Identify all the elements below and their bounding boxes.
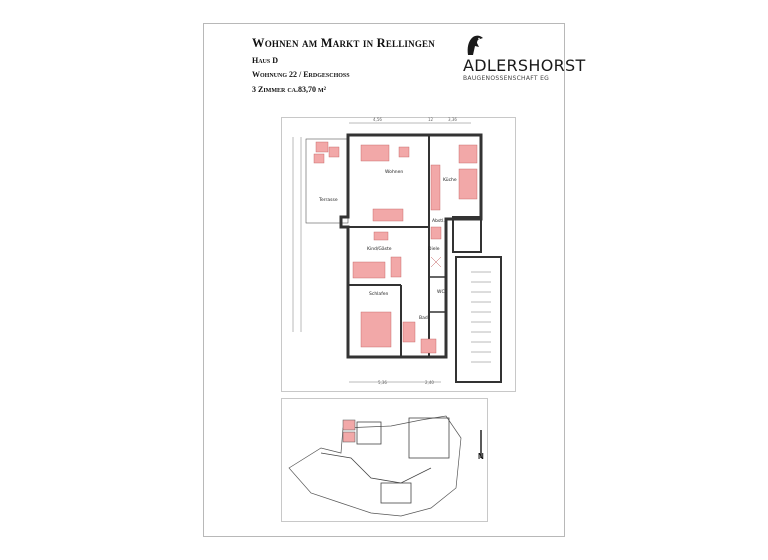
dim-top-mid: 12 (428, 117, 434, 122)
dim-bottom-left: 5,36 (378, 380, 387, 385)
eagle-icon (467, 35, 483, 55)
room-wohnen: Wohnen (385, 170, 404, 175)
dim-top-left: 4,56 (373, 117, 382, 122)
unit-label: Wohnung 22 / Erdgeschoss (252, 70, 350, 79)
floor-plan-sheet (203, 23, 565, 537)
document-title: Wohnen am Markt in Rellingen (252, 36, 435, 50)
floor-plan-drawing (292, 122, 502, 383)
compass-icon (480, 430, 482, 458)
size-label: 3 Zimmer ca.83,70 m² (252, 85, 327, 94)
room-kueche: Küche (443, 178, 457, 183)
dim-bottom-right: 2,40 (425, 380, 434, 385)
compass-north-label: N (478, 452, 484, 461)
room-wc: WC (437, 290, 445, 295)
room-bad: Bad (419, 316, 428, 321)
logo-name: ADLERSHORST (463, 56, 586, 75)
room-kind: Kind/Gäste (367, 247, 392, 252)
logo-subtitle: BAUGENOSSENSCHAFT EG (463, 75, 550, 82)
floor-plan-frame (281, 117, 516, 392)
site-plan-drawing (288, 415, 462, 517)
dim-top-right: 3,36 (448, 117, 457, 122)
house-label: Haus D (252, 56, 279, 65)
room-schlafen: Schlafen (369, 292, 389, 297)
room-diele: Diele (428, 247, 440, 252)
room-terrasse: Terrasse (319, 198, 338, 203)
room-abstellraum: Abstl. (432, 219, 445, 224)
site-plan-frame (281, 398, 488, 522)
